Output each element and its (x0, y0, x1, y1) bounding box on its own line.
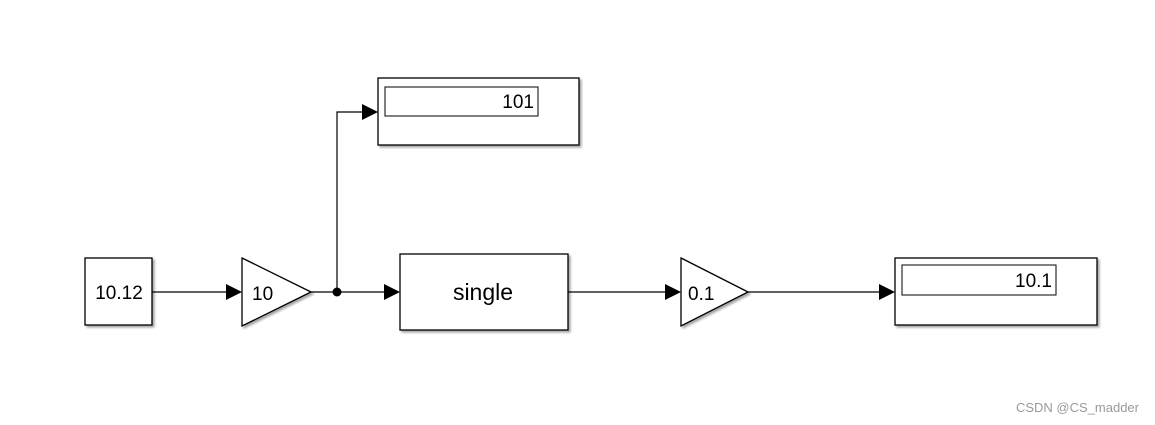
signal-line-branch-to-convert[interactable] (337, 284, 400, 300)
display-block-right[interactable]: 10.1 (894, 257, 1098, 326)
signal-line-gain-to-right-display[interactable] (748, 284, 895, 300)
gain-1-value: 10 (252, 284, 273, 305)
constant-value: 10.12 (95, 283, 143, 304)
signal-line-constant-to-gain[interactable] (152, 284, 242, 300)
arrowhead-icon (362, 104, 378, 120)
constant-block[interactable]: 10.12 (84, 257, 153, 326)
gain-block-2[interactable]: 0.1 (680, 256, 750, 328)
signal-line-convert-to-gain[interactable] (568, 284, 681, 300)
data-type-conversion-block[interactable]: single (399, 253, 569, 331)
arrowhead-icon (665, 284, 681, 300)
gain-block-1[interactable]: 10 (241, 256, 313, 328)
convert-label: single (453, 279, 513, 305)
display-top-value: 101 (502, 92, 534, 113)
gain-2-value: 0.1 (688, 284, 714, 305)
watermark-text: CSDN @CS_madder (1015, 400, 1139, 415)
display-right-value: 10.1 (1015, 271, 1052, 292)
arrowhead-icon (879, 284, 895, 300)
signal-line-branch-to-top-display[interactable] (336, 104, 378, 292)
arrowhead-icon (384, 284, 400, 300)
arrowhead-icon (226, 284, 242, 300)
display-block-top[interactable]: 101 (377, 77, 580, 146)
